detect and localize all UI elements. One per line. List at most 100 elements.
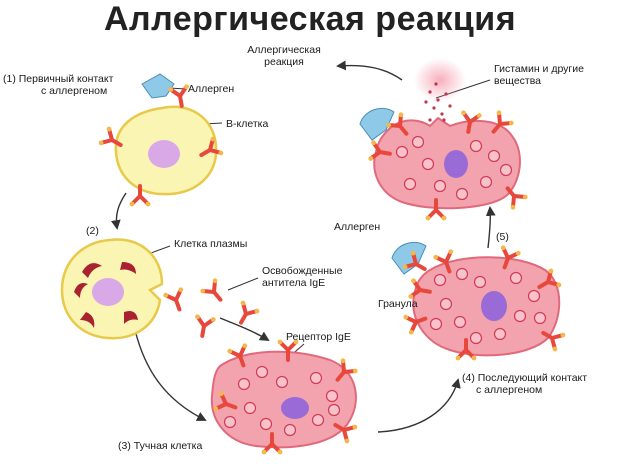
step3-label: (3) Тучная клетка xyxy=(118,440,203,452)
arrow-bcell-to-plasma xyxy=(110,192,127,230)
flow-arrows xyxy=(110,60,496,433)
antibody xyxy=(261,432,283,455)
antibody xyxy=(505,186,528,210)
granule xyxy=(513,309,527,323)
granule xyxy=(527,289,541,303)
granule-label: Гранула xyxy=(378,298,418,310)
antibody xyxy=(425,198,447,221)
granule xyxy=(433,179,447,193)
granule xyxy=(411,135,425,149)
antibody xyxy=(199,136,224,157)
granule xyxy=(455,187,469,201)
granule xyxy=(429,317,443,331)
granule xyxy=(469,331,483,345)
antibodies-line2: антитела IgE xyxy=(262,277,326,289)
granule xyxy=(509,271,523,285)
granule xyxy=(433,273,447,287)
ige-antibodies xyxy=(98,84,566,455)
granule xyxy=(275,375,289,389)
antibody xyxy=(98,126,123,147)
allergic-reaction-line2: реакция xyxy=(264,56,304,68)
antibody xyxy=(277,339,299,362)
antibody xyxy=(491,110,514,134)
antibody xyxy=(168,84,189,108)
allergen-label-mid: Аллерген xyxy=(334,221,381,233)
histamine-particle xyxy=(428,90,432,94)
step4-label: (4) Последующий контакт с аллергеном xyxy=(462,372,587,396)
plasma-cell xyxy=(60,238,164,340)
antibody xyxy=(455,338,477,361)
granule xyxy=(255,365,269,379)
allergic-reaction-line1: Аллергическая xyxy=(247,44,321,56)
mast-cell-4 xyxy=(412,256,561,357)
arrow-plasma-to-mast xyxy=(134,329,207,421)
histamine-particle xyxy=(424,100,428,104)
allergen-mid xyxy=(391,242,427,275)
ige-receptor-label: Рецептор IgE xyxy=(286,331,351,343)
mast-cell-4-nucleus xyxy=(481,291,507,321)
granule xyxy=(403,177,417,191)
histamine-line1: Гистамин и другие xyxy=(494,63,584,75)
step1-line1: (1) Первичный контакт xyxy=(3,73,114,85)
antibody xyxy=(402,250,427,271)
allergen-top-right xyxy=(359,108,395,141)
granule xyxy=(473,275,487,289)
antibody xyxy=(227,343,248,368)
antibodies-line1: Освобожденные xyxy=(262,265,343,277)
granule xyxy=(309,371,323,385)
granule xyxy=(283,423,297,437)
antibody xyxy=(403,314,428,335)
mast-cell-3-nucleus xyxy=(281,397,309,419)
arrow-antibodies-to-mast xyxy=(219,317,270,342)
antibody xyxy=(368,140,392,161)
histamine-particles xyxy=(424,82,452,122)
granule xyxy=(493,327,507,341)
antibody xyxy=(239,300,260,325)
antibody xyxy=(129,184,151,207)
allergen-top xyxy=(141,73,175,99)
b-cell xyxy=(114,105,218,196)
antibody xyxy=(500,245,521,270)
plasma-cell-label: Клетка плазмы xyxy=(174,238,248,250)
granule xyxy=(237,377,251,391)
granule xyxy=(311,413,325,427)
step5-label: (5) xyxy=(496,231,509,243)
antibody xyxy=(213,391,238,412)
granule xyxy=(479,175,493,189)
antibody xyxy=(200,278,223,302)
granule xyxy=(223,415,237,429)
antibody xyxy=(195,314,216,338)
granules xyxy=(223,135,547,437)
step2-label: (2) xyxy=(86,225,99,237)
step1-label: (1) Первичный контакт с аллергеном xyxy=(3,73,113,97)
antibody xyxy=(433,249,454,274)
granule xyxy=(439,297,453,311)
b-cell-nucleus xyxy=(148,140,180,168)
step1-line2: с аллергеном xyxy=(41,85,108,97)
allergen-label-top: Аллерген xyxy=(188,83,235,95)
antibody xyxy=(537,268,562,289)
antibodies-label: Освобожденные антитела IgE xyxy=(262,265,342,289)
antibody xyxy=(163,287,184,312)
histamine-particle xyxy=(434,82,438,86)
histamine-particle xyxy=(428,118,432,122)
granule xyxy=(453,315,467,329)
arrow-reaction-to-label xyxy=(336,60,403,81)
arrow-mast-to-contact xyxy=(377,378,461,433)
histamine-particle xyxy=(448,104,452,108)
allergens xyxy=(141,73,427,275)
antibody xyxy=(386,112,409,136)
granule xyxy=(421,157,435,171)
histamine-line2: вещества xyxy=(494,75,542,87)
granule xyxy=(259,417,273,431)
granule xyxy=(395,145,409,159)
granule xyxy=(455,267,469,281)
b-cell-label: В-клетка xyxy=(226,118,269,130)
arrow-contact-to-reaction xyxy=(485,206,496,249)
mast-cell-5-nucleus xyxy=(444,150,468,178)
histamine-particle xyxy=(440,112,444,116)
granule xyxy=(533,311,547,325)
granule xyxy=(487,149,501,163)
